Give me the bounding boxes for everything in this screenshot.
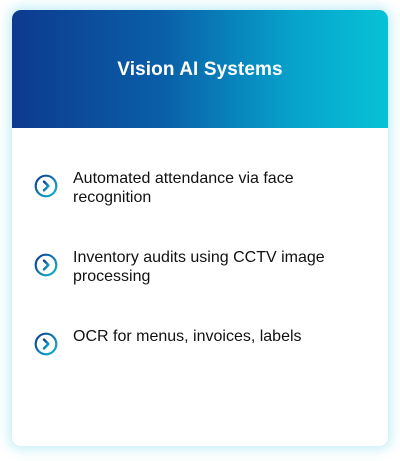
list-item: OCR for menus, invoices, labels [34,326,364,356]
feature-list: Automated attendance via face recognitio… [34,168,364,356]
card-body: Automated attendance via face recognitio… [12,128,388,356]
feature-card: Vision AI Systems Automated attendance v… [12,10,388,446]
feature-text: OCR for menus, invoices, labels [73,328,302,345]
chevron-right-circle-icon [34,253,58,277]
list-item: Automated attendance via face recognitio… [34,168,364,207]
list-item: Inventory audits using CCTV image proces… [34,247,364,286]
feature-text: Automated attendance via face recognitio… [73,170,294,206]
card-title: Vision AI Systems [117,59,283,80]
card-header: Vision AI Systems [12,10,388,128]
chevron-right-circle-icon [34,174,58,198]
chevron-right-circle-icon [34,332,58,356]
feature-text: Inventory audits using CCTV image proces… [73,249,325,285]
